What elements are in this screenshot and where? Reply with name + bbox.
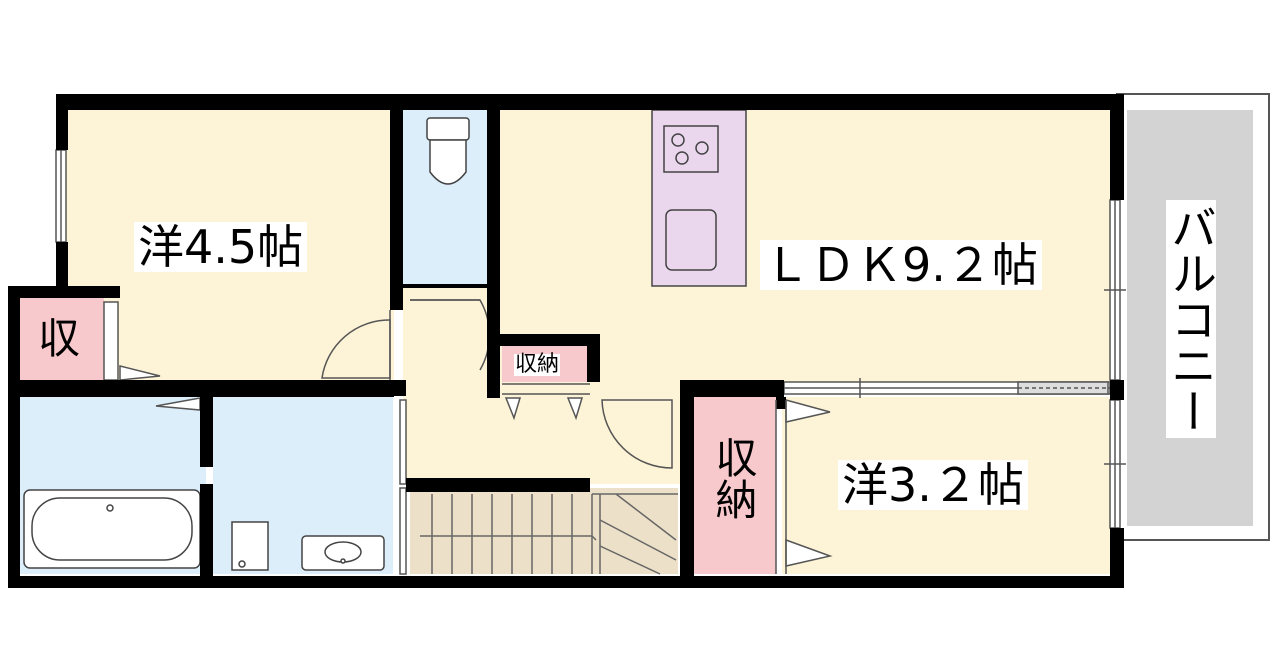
closet-left-floor [20, 298, 104, 380]
closet-left-label: 収 [38, 314, 81, 363]
balcony-label: バルコニー [1164, 200, 1218, 438]
windows [55, 149, 1126, 575]
stairs-floor [410, 488, 678, 574]
kitchen-counter [651, 109, 747, 287]
washbasin [231, 521, 385, 571]
western-room-2-label: 洋3.２帖 [838, 460, 1028, 510]
western-room-1-label: 洋4.5帖 [134, 222, 308, 272]
closet-door-lines [502, 383, 787, 574]
toilet-fixture [426, 117, 470, 185]
ldk-label: ＬＤＫ9.２帖 [760, 240, 1042, 290]
closet-right-label: 収納 [709, 436, 758, 520]
balcony [1116, 93, 1270, 541]
bathtub [23, 489, 201, 569]
closet-right-floor [694, 397, 776, 574]
staircase [420, 493, 678, 575]
closet-center-label: 収納 [514, 352, 561, 377]
walls [8, 94, 1124, 588]
hall-floor [403, 288, 681, 484]
